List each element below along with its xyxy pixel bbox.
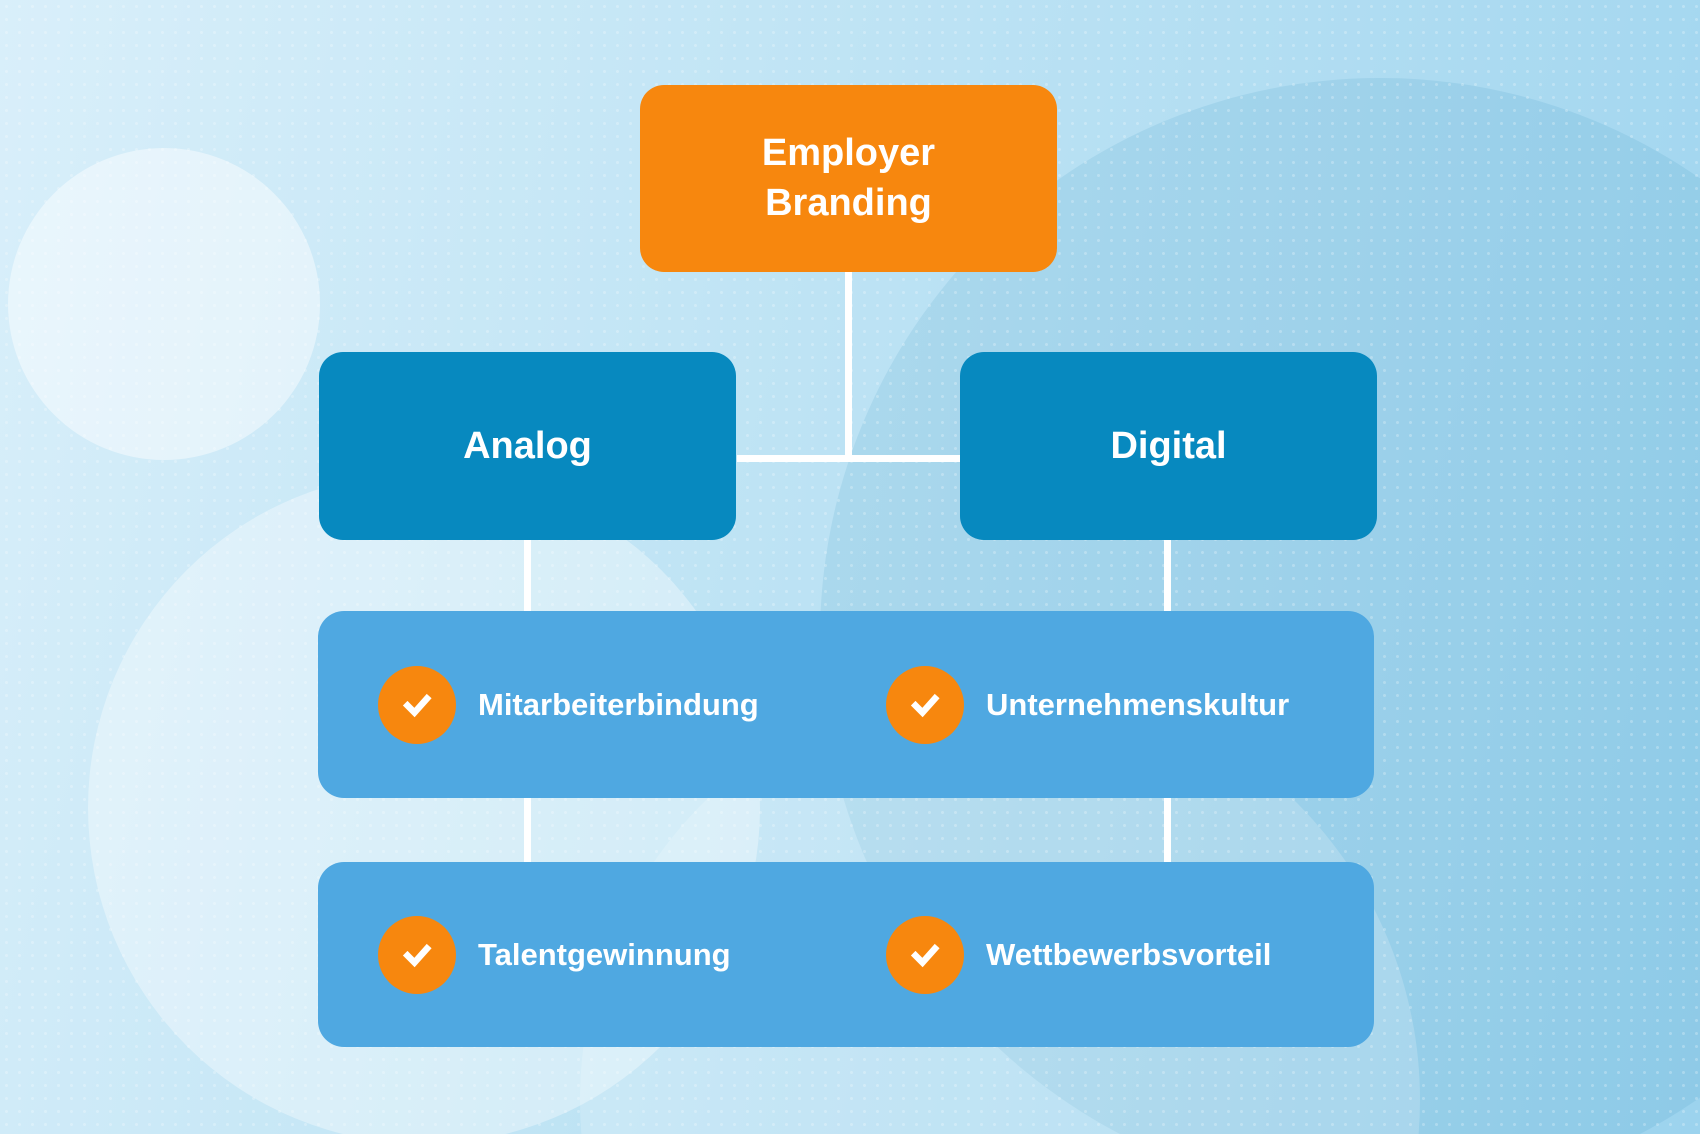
connector-branches-horizontal [737,455,961,462]
benefit-bar-row-1: Mitarbeiterbindung Unternehmenskultur [318,611,1374,798]
benefit-item: Talentgewinnung [378,862,731,1047]
check-icon [886,665,964,744]
check-icon [378,665,456,744]
connector-root-vertical [845,270,852,462]
check-icon [886,915,964,994]
root-node-employer-branding: Employer Branding [640,85,1057,272]
benefit-bar-row-2: Talentgewinnung Wettbewerbsvorteil [318,862,1374,1047]
benefit-label: Mitarbeiterbindung [478,686,759,722]
benefit-label: Talentgewinnung [478,936,731,972]
branch-node-analog: Analog [319,352,736,540]
benefit-label: Wettbewerbsvorteil [986,936,1272,972]
benefit-label: Unternehmenskultur [986,686,1290,722]
benefit-item: Mitarbeiterbindung [378,611,759,798]
check-icon [378,915,456,994]
root-node-label: Employer Branding [761,132,936,224]
bg-circle-top-left [8,148,320,460]
benefit-item: Unternehmenskultur [886,611,1289,798]
branch-analog-label: Analog [463,424,592,467]
branch-node-digital: Digital [960,352,1377,540]
benefit-item: Wettbewerbsvorteil [886,862,1271,1047]
branch-digital-label: Digital [1110,424,1227,467]
